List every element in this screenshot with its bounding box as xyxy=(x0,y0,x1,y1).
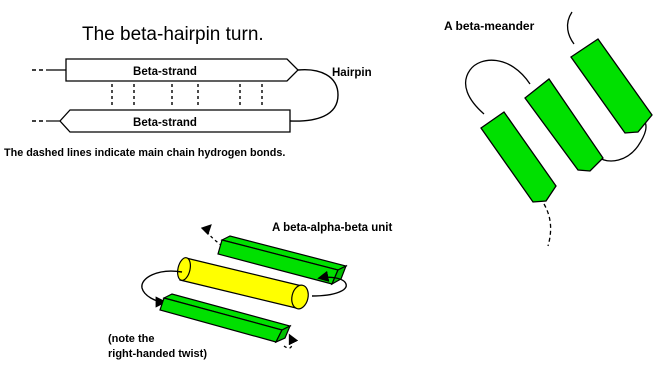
meander-left-loop xyxy=(466,60,530,114)
hairpin-caption: The dashed lines indicate main chain hyd… xyxy=(4,147,285,159)
hydrogen-bond-lines xyxy=(112,84,262,108)
bottom-strand-label: Beta-strand xyxy=(133,117,197,129)
meander-title: A beta-meander xyxy=(444,19,535,33)
bab-note-line2: right-handed twist) xyxy=(108,348,207,360)
top-strand-label: Beta-strand xyxy=(133,66,197,78)
bab-panel: A beta-alpha-beta unit (note the right-h… xyxy=(108,222,392,360)
bab-title: A beta-alpha-beta unit xyxy=(272,222,392,234)
meander-panel: A beta-meander xyxy=(444,12,652,246)
hairpin-title: The beta-hairpin turn. xyxy=(82,24,264,45)
hairpin-panel: The beta-hairpin turn. Beta-strand Beta-… xyxy=(4,24,372,159)
meander-n-terminal-tail xyxy=(568,12,574,44)
meander-strand-1 xyxy=(571,39,652,133)
bab-note-line1: (note the xyxy=(108,333,154,345)
hairpin-turn-label: Hairpin xyxy=(332,67,372,79)
hairpin-turn-loop xyxy=(290,70,338,121)
meander-c-terminal-tail xyxy=(544,204,551,246)
bab-incoming-connector xyxy=(208,226,222,246)
meander-strand-2 xyxy=(525,79,603,171)
